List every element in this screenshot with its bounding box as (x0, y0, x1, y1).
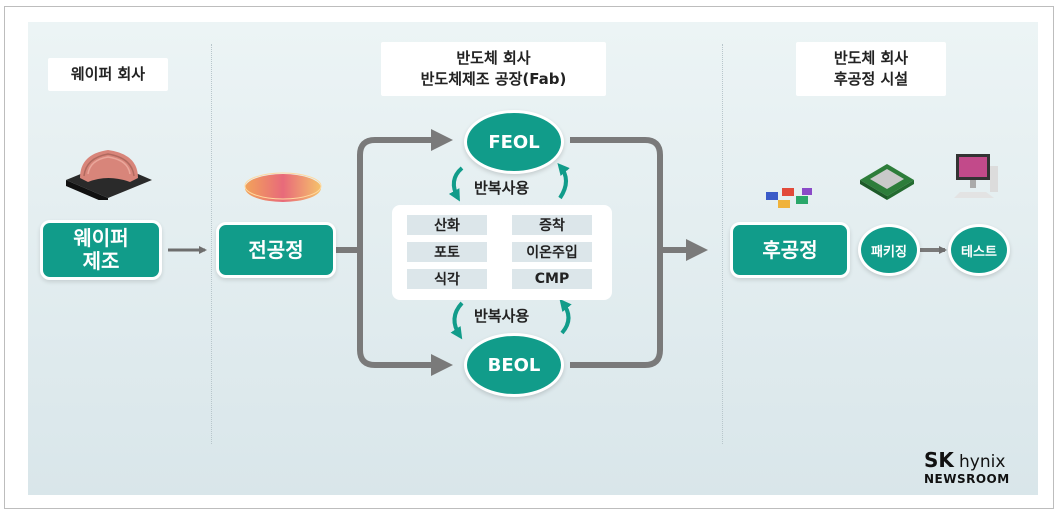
process-item: 포토 (407, 242, 487, 262)
sk-hynix-newsroom-logo: SK hynix NEWSROOM (924, 448, 1010, 486)
process-item: 산화 (407, 215, 487, 235)
divider-left (211, 44, 212, 444)
arrow-to-beol (357, 250, 453, 376)
test-step: 테스트 (948, 224, 1010, 276)
header-wafer-company: 웨이퍼 회사 (48, 58, 168, 91)
image-frame (4, 6, 1054, 509)
chips-icon (766, 188, 812, 208)
logo-sk: SK (924, 448, 954, 472)
header-backend-line2: 후공정 시설 (833, 70, 909, 88)
wafer-mfg-line2: 제조 (82, 249, 120, 273)
process-item: 이온주입 (512, 242, 592, 262)
wafer-manufacturing-step: 웨이퍼 제조 (40, 220, 162, 280)
header-fab-line1: 반도체 회사 (456, 49, 531, 67)
process-item: 증착 (512, 215, 592, 235)
repeat-label-top: 반복사용 (474, 179, 530, 197)
arrow-beol-exit (570, 250, 663, 368)
header-backend: 반도체 회사 후공정 시설 (796, 42, 946, 96)
divider-right (722, 44, 723, 444)
logo-hynix: hynix (959, 452, 1006, 472)
repeat-label-bottom: 반복사용 (474, 307, 530, 325)
front-end-step: 전공정 (216, 222, 336, 278)
wafer-disc-icon (244, 172, 322, 202)
cpu-package-icon (860, 164, 914, 200)
feol-node: FEOL (464, 110, 564, 174)
arrow-feol-exit (570, 137, 663, 250)
repeat-arrow-bottom-right (559, 298, 572, 335)
header-fab: 반도체 회사 반도체제조 공장(Fab) (381, 42, 606, 96)
wafer-ingot-icon (66, 150, 152, 200)
logo-newsroom: NEWSROOM (924, 472, 1010, 486)
header-fab-line2: 반도체제조 공장(Fab) (420, 70, 567, 88)
process-item: 식각 (407, 269, 487, 289)
repeat-arrow-top-left (448, 166, 464, 202)
wafer-mfg-line1: 웨이퍼 (73, 226, 129, 250)
computer-icon (954, 154, 998, 198)
repeat-arrow-top-right (557, 162, 570, 200)
repeat-arrow-bottom-left (450, 301, 464, 340)
packaging-step: 패키징 (858, 224, 920, 276)
beol-node: BEOL (464, 333, 564, 397)
process-item: CMP (512, 269, 592, 289)
header-backend-line1: 반도체 회사 (833, 49, 909, 67)
arrow-to-feol (357, 129, 453, 250)
back-end-step: 후공정 (730, 222, 850, 278)
process-grid: 산화 증착 포토 이온주입 식각 CMP (392, 205, 612, 300)
